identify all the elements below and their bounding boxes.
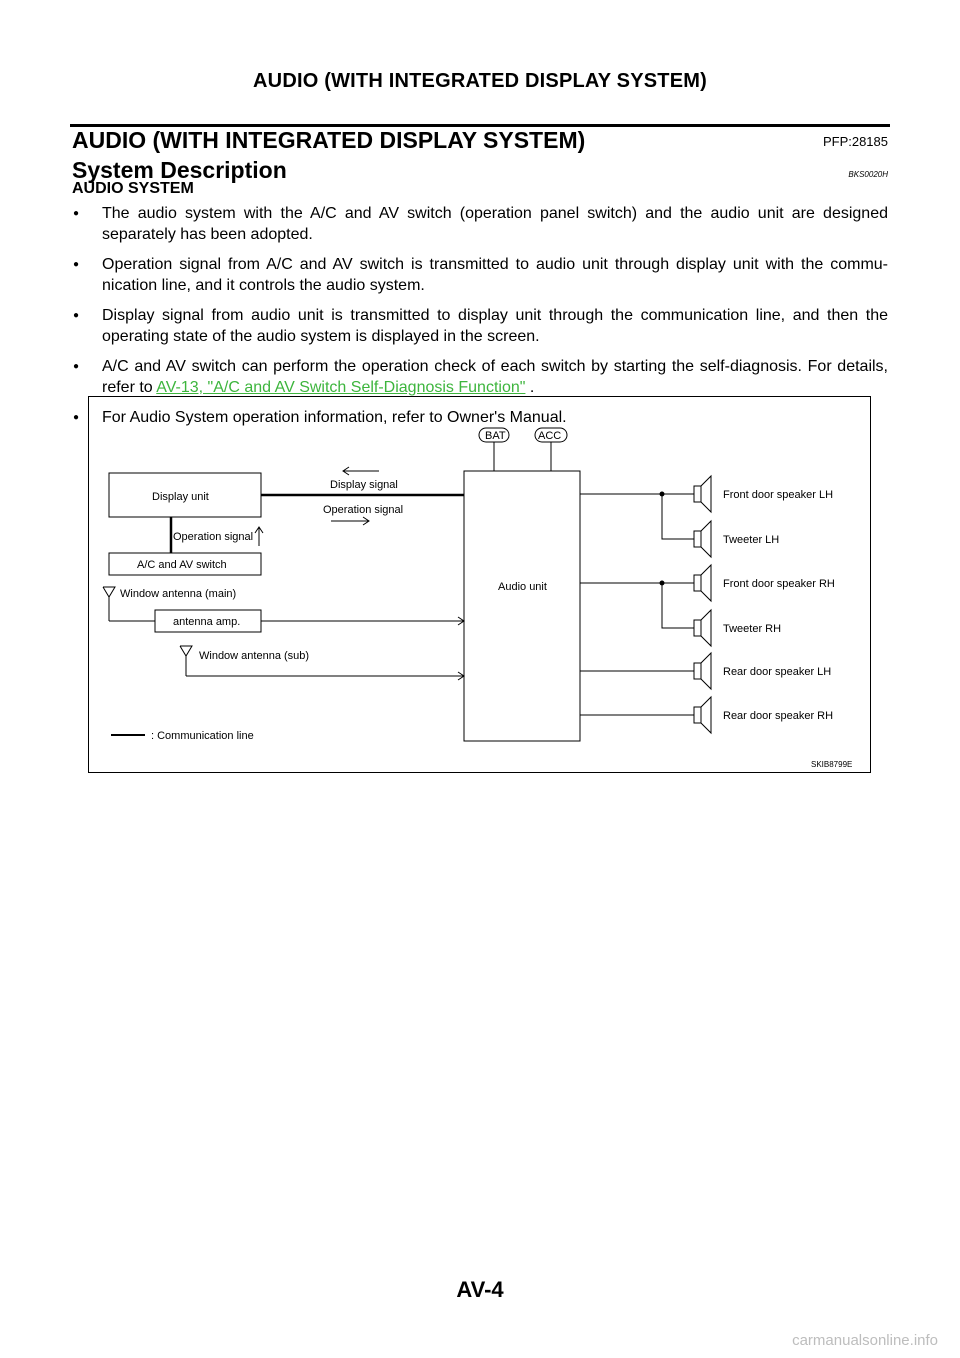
speaker-label-tweeter-lh: Tweeter LH bbox=[723, 534, 779, 546]
antenna-amp-label: antenna amp. bbox=[173, 616, 240, 628]
speaker-icon bbox=[693, 695, 712, 735]
legend-label: : Communication line bbox=[151, 730, 254, 742]
speaker-label-tweeter-rh: Tweeter RH bbox=[723, 623, 781, 635]
bat-label: BAT bbox=[485, 430, 506, 442]
display-signal-label: Display signal bbox=[330, 479, 398, 491]
subsection-title: System Description bbox=[72, 157, 287, 183]
bullet-item: For Audio System operation information, … bbox=[72, 407, 888, 428]
window-antenna-main-label: Window antenna (main) bbox=[120, 588, 236, 600]
audio-system-heading: AUDIO SYSTEM bbox=[72, 180, 194, 197]
speaker-label-rear-rh: Rear door speaker RH bbox=[723, 710, 833, 722]
bullet-item: Operation signal from A/C and AV switch … bbox=[72, 254, 888, 296]
ac-av-switch-label: A/C and AV switch bbox=[137, 559, 227, 571]
speaker-label-rear-lh: Rear door speaker LH bbox=[723, 666, 831, 678]
page-number: AV-4 bbox=[456, 1277, 504, 1302]
speaker-icon bbox=[693, 474, 712, 514]
bullet-item: The audio system with the A/C and AV swi… bbox=[72, 203, 888, 245]
speaker-icon bbox=[693, 563, 712, 603]
operation-signal-label: Operation signal bbox=[323, 504, 403, 516]
figure-code: SKIB8799E bbox=[811, 760, 852, 769]
bullet-item: Display signal from audio unit is transm… bbox=[72, 305, 888, 347]
pfp-code: PFP:28185 bbox=[822, 134, 888, 149]
display-unit-label: Display unit bbox=[152, 491, 209, 503]
watermark: carmanualsonline.info bbox=[792, 1332, 938, 1349]
subsection-code: BKS0020H bbox=[848, 170, 888, 179]
speaker-icon bbox=[693, 608, 712, 648]
bullet-list: The audio system with the A/C and AV swi… bbox=[72, 203, 888, 437]
audio-unit-box bbox=[463, 470, 581, 742]
section-title: AUDIO (WITH INTEGRATED DISPLAY SYSTEM) bbox=[72, 127, 586, 153]
diagram-svg: BAT ACC Display unit Display signal Oper… bbox=[102, 427, 852, 769]
page-header-title: AUDIO (WITH INTEGRATED DISPLAY SYSTEM) bbox=[253, 70, 707, 92]
audio-system-diagram: BAT ACC Display unit Display signal Oper… bbox=[88, 396, 871, 773]
speaker-icon bbox=[693, 651, 712, 691]
acc-label: ACC bbox=[538, 430, 561, 442]
speaker-label-front-lh: Front door speaker LH bbox=[723, 489, 833, 501]
speaker-icon bbox=[693, 519, 712, 559]
self-diagnosis-link[interactable]: AV-13, "A/C and AV Switch Self-Diagnosis… bbox=[156, 379, 526, 396]
audio-unit-label: Audio unit bbox=[498, 581, 547, 593]
bullet-item: A/C and AV switch can perform the operat… bbox=[72, 356, 888, 398]
window-antenna-sub-label: Window antenna (sub) bbox=[199, 650, 309, 662]
header-rule bbox=[70, 124, 890, 127]
operation-signal-up-label: Operation signal bbox=[173, 531, 253, 543]
speaker-label-front-rh: Front door speaker RH bbox=[723, 578, 835, 590]
ac-av-switch-box bbox=[108, 552, 262, 576]
